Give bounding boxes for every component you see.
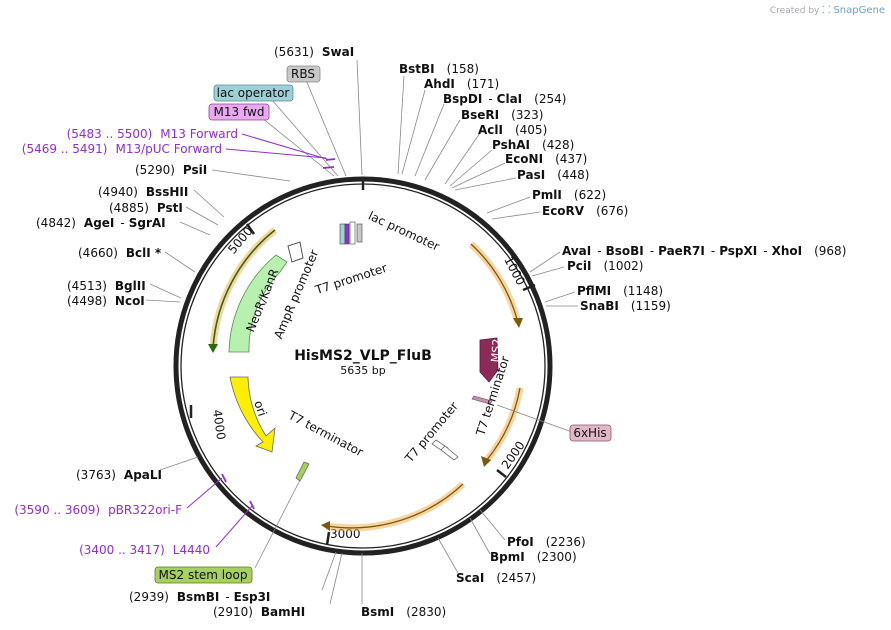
lac-operator-mark: [339, 223, 346, 245]
orf-arrow-3: [326, 481, 466, 532]
primer-pbr322ori-f: (3590 .. 3609)pBR322ori-F: [14, 503, 182, 517]
site-acli: AclI(405): [478, 123, 547, 137]
orf-arrow-2-line: [485, 387, 521, 462]
site-pasi: PasI(448): [517, 168, 589, 182]
orf-arrow-4-head: [208, 344, 218, 353]
site-ecorv: EcoRV(676): [542, 204, 628, 218]
site-apali: (3763)ApaLI: [76, 468, 162, 482]
site-scai: ScaI(2457): [456, 571, 536, 585]
box-rbs-label: RBS: [291, 67, 315, 81]
site-pfoi: PfoI(2236): [507, 535, 586, 549]
t7-promoter-1-label: T7 promoter: [313, 261, 389, 298]
site-snabi: SnaBI(1159): [580, 299, 671, 313]
site-avai-group: AvaI-BsoBI-PaeR7I-PspXI-XhoI(968): [562, 244, 846, 258]
plasmid-length: 5635 bp: [340, 364, 385, 377]
orf-arrow-1-line: [470, 243, 519, 324]
site-pshai: PshAI(428): [492, 138, 574, 152]
site-bsmi: BsmI(2830): [361, 605, 446, 619]
primer-m13-puc-mark: [322, 166, 335, 169]
site-agei-sgrai: (4842)AgeI-SgrAI: [36, 216, 166, 230]
box-6xhis-label: 6xHis: [573, 426, 606, 440]
primer-l4440-mark: [249, 500, 255, 510]
rbs-mark: [356, 223, 363, 243]
tick-5000-mark: [245, 223, 256, 235]
site-bsmbi-esp3i: (2939)BsmBI-Esp3I: [129, 590, 270, 604]
site-psii: (5290)PsiI: [135, 163, 207, 177]
orf-arrow-4-line: [212, 229, 276, 349]
ori-feature: [229, 376, 276, 453]
6xhis-mark: [471, 395, 493, 405]
tick-2000-mark: [496, 469, 507, 478]
site-psti: (4885)PstI: [109, 201, 183, 215]
site-pcii: PciI(1002): [567, 259, 643, 273]
box-lac-operator-label: lac operator: [217, 86, 290, 100]
site-bspdi-clai: BspDI-ClaI(254): [443, 92, 566, 106]
site-swai: (5631)SwaI: [274, 45, 354, 59]
orf-arrow-3-line: [326, 483, 464, 529]
credit-brand: SnapGene: [833, 5, 885, 16]
primer-m13-puc-forward: (5469 .. 5491)M13/pUC Forward: [22, 142, 222, 156]
tick-4000: 4000: [210, 409, 228, 441]
box-ms2-stem-loop: MS2 stem loop: [154, 566, 253, 584]
site-ncoi: (4498)NcoI: [67, 294, 145, 308]
lac-promoter-mark: [349, 221, 356, 245]
site-pflmi: PflMI(1148): [577, 284, 663, 298]
site-bcli: (4660)BclI *: [78, 246, 162, 260]
restriction-sites: (5631)SwaI BstBI(158) AhdI(171) BspDI-Cl…: [36, 45, 846, 619]
box-m13-fwd: M13 fwd: [208, 103, 270, 121]
site-bglii: (4513)BglII: [67, 279, 146, 293]
primer-leader-lines: [186, 133, 331, 548]
tick-1000-mark: [522, 283, 536, 292]
primer-l4440: (3400 .. 3417)L4440: [79, 543, 210, 557]
ms2-label: MS2: [489, 338, 504, 363]
site-bseri: BseRI(323): [461, 108, 543, 122]
ms2-stem-loop-mark: [295, 461, 310, 482]
box-rbs: RBS: [286, 65, 321, 83]
ms2-feature: [479, 337, 499, 383]
tick-3000-mark: [325, 531, 331, 546]
t7-terminator-2-mark: [440, 445, 459, 461]
site-ahdi: AhdI(171): [424, 77, 499, 91]
box-6xhis: 6xHis: [569, 424, 612, 442]
neor-kanr-feature: [228, 254, 288, 353]
box-lac-operator: lac operator: [213, 84, 294, 102]
box-m13-fwd-label: M13 fwd: [214, 105, 265, 119]
orf-arrow-1-head: [513, 318, 523, 328]
credit-created-by: Created by: [769, 6, 820, 16]
site-bstbi: BstBI(158): [399, 62, 479, 76]
box-ms2-stem-loop-label: MS2 stem loop: [159, 568, 248, 582]
site-bamhi: (2910)BamHI: [213, 605, 305, 619]
lac-promoter-label: lac promoter: [366, 209, 442, 254]
leader-lines: [145, 59, 578, 605]
orf-arrow-3-head: [321, 521, 330, 531]
snapgene-credit: Created by ⸬ SnapGene: [770, 2, 885, 16]
site-bpmi: BpmI(2300): [490, 550, 577, 564]
primer-m13-fwd-mark: [325, 158, 336, 161]
primer-pbr322ori-mark: [221, 473, 227, 483]
snapgene-logo: ⸬: [822, 5, 831, 16]
ampr-promoter-arrow: [287, 241, 304, 263]
ori-label: ori: [251, 399, 269, 418]
site-pmli: PmlI(622): [532, 188, 606, 202]
site-psshii: (4940)BssHII: [98, 185, 188, 199]
t7-terminator-1-label: T7 terminator: [285, 408, 365, 460]
site-econi: EcoNI(437): [505, 152, 587, 166]
plasmid-name: HisMS2_VLP_FluB: [294, 348, 432, 364]
m13-fwd-mark: [344, 223, 350, 245]
orf-arrow-2-head: [481, 456, 491, 467]
primer-m13-forward: (5483 .. 5500)M13 Forward: [67, 127, 238, 141]
